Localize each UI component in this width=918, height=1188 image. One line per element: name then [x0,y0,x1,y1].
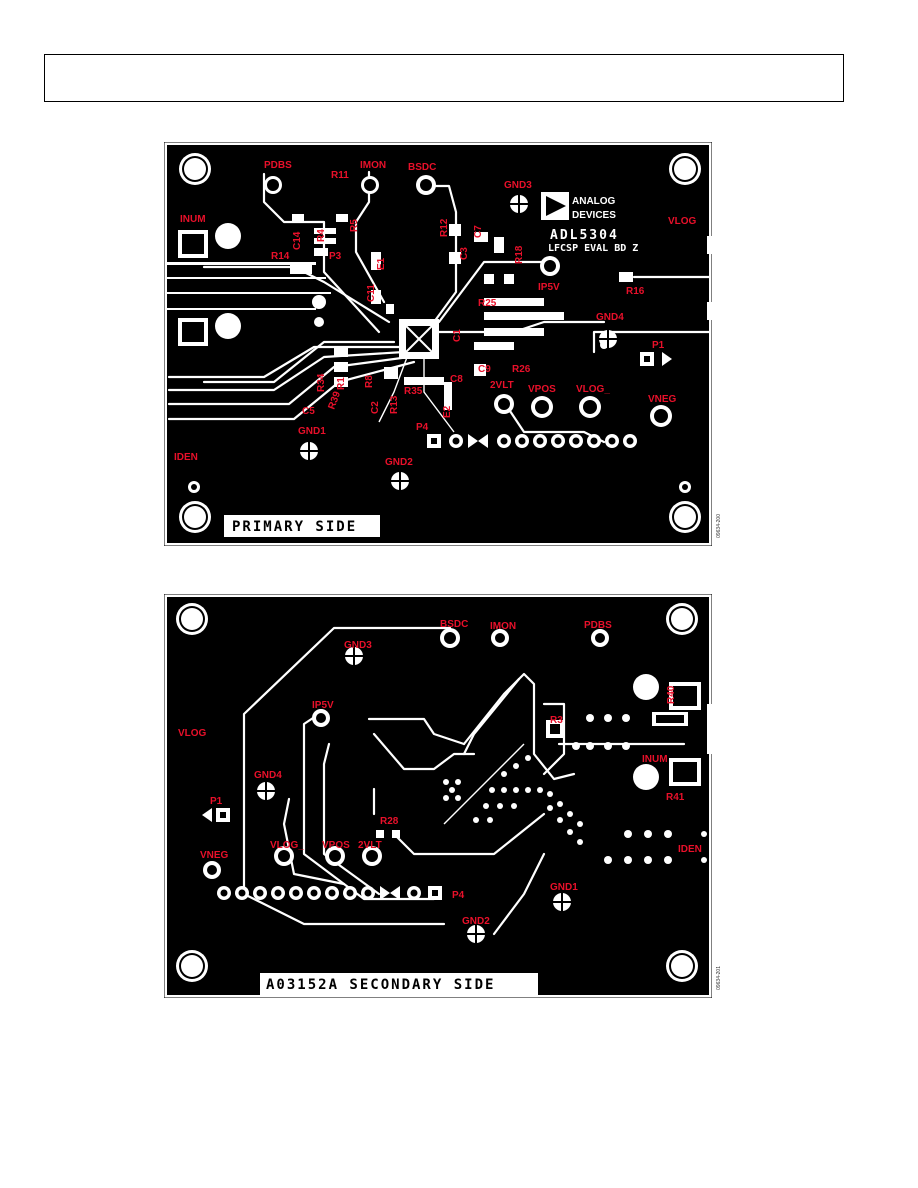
label-r8: R8 [364,375,375,388]
label-r13: R13 [389,395,400,414]
label-r26: R26 [512,364,531,375]
test-point-pads [264,175,672,427]
label-r35: R35 [404,386,423,397]
label-ip5v-2: IP5V [312,700,334,711]
edge-connectors [166,230,331,346]
label-r34: R34 [316,373,327,392]
label-r12: R12 [439,218,450,237]
label-imon-2: IMON [490,621,516,632]
label-c11: C11 [366,284,377,302]
label-imon: IMON [360,160,386,171]
label-p4-2: P4 [452,890,465,901]
label-c3: C3 [459,247,470,260]
label-2vlt-2: 2VLT [358,840,382,851]
label-vlog-underscore: VLOG_ [576,384,610,395]
primary-side-label: PRIMARY SIDE [232,519,357,535]
label-gnd4-2: GND4 [254,770,282,781]
label-r41: R41 [666,792,685,803]
primary-figure-code: 09634-200 [716,514,722,538]
secondary-traces [242,626,686,936]
primary-traces [167,170,711,444]
via-array-secondary [443,714,707,864]
label-e1: E1 [376,257,387,270]
label-vlog-underscore-2: VLOG_ [270,840,304,851]
label-c9: C9 [478,364,491,375]
smd-footprints [290,214,633,410]
label-p3: P3 [329,251,342,262]
label-vneg-2: VNEG [200,850,229,861]
label-bsdc-2: BSDC [440,619,468,630]
secondary-figure-code: 09634-201 [716,966,722,990]
label-inum-2: INUM [642,754,668,765]
label-c2: C2 [370,401,381,414]
logo-line1: ANALOG [572,196,616,207]
label-r4: R4 [316,229,327,242]
label-vpos-2: VPOS [322,840,350,851]
label-pdbs-2: PDBS [584,620,612,631]
ground-points-secondary [257,647,571,943]
primary-side-board: ANALOG DEVICES ADL5304 LFCSP EVAL BD Z P… [164,142,722,546]
label-r14: R14 [271,251,290,262]
p1-connector [640,352,672,366]
mounting-holes [179,153,701,533]
label-gnd4: GND4 [596,312,624,323]
secondary-side-label: A03152A SECONDARY SIDE [266,977,495,993]
logo-line2: DEVICES [572,210,616,221]
label-gnd2-2: GND2 [462,916,490,927]
label-iden-2: IDEN [678,844,702,855]
label-r18: R18 [514,245,525,264]
secondary-silkscreen-labels: BSDC IMON PDBS GND3 VLOG IP5V R40 R3 INU… [178,619,702,927]
label-c5: C5 [302,406,315,417]
label-inum: INUM [180,214,206,225]
label-gnd3: GND3 [504,180,532,191]
secondary-side-svg: A03152A SECONDARY SIDE BSDC IMON PDBS GN… [164,594,712,998]
label-pdbs: PDBS [264,160,292,171]
label-r25: R25 [478,298,497,309]
label-r3: R3 [550,715,563,726]
label-r1: R1 [336,377,347,390]
label-p1: P1 [652,340,665,351]
label-p4: P4 [416,422,429,433]
ground-points [300,195,617,490]
board-title: ADL5304 [550,228,619,243]
label-r28: R28 [380,816,399,827]
primary-side-svg: ANALOG DEVICES ADL5304 LFCSP EVAL BD Z P… [164,142,712,546]
label-r11: R11 [331,170,349,181]
primary-silkscreen-labels: PDBS IMON BSDC GND3 VLOG INUM R11 C14 R5… [174,160,697,468]
label-iden: IDEN [174,452,198,463]
p4-header [427,434,637,448]
header-box [44,54,844,102]
label-c7: C7 [473,225,484,238]
label-r16: R16 [626,286,645,297]
label-c1: C1 [452,329,463,342]
analog-devices-logo: ANALOG DEVICES [541,192,616,221]
label-vneg: VNEG [648,394,677,405]
label-e2: E2 [442,405,453,418]
label-vlog-2: VLOG [178,728,207,739]
secondary-side-board: A03152A SECONDARY SIDE BSDC IMON PDBS GN… [164,594,722,998]
label-c8: C8 [450,374,463,385]
label-vpos: VPOS [528,384,556,395]
label-r40: R40 [666,685,677,704]
label-gnd3-2: GND3 [344,640,372,651]
label-ip5v: IP5V [538,282,560,293]
label-p1-2: P1 [210,796,223,807]
label-gnd2: GND2 [385,457,413,468]
label-gnd1-2: GND1 [550,882,578,893]
ic-footprint [399,319,439,359]
p4-header-secondary [217,886,442,900]
board-subtitle: LFCSP EVAL BD Z [548,243,638,254]
label-2vlt: 2VLT [490,380,514,391]
label-gnd1: GND1 [298,426,326,437]
edge-connectors-secondary [652,682,712,786]
label-bsdc: BSDC [408,162,436,173]
label-vlog: VLOG [668,216,697,227]
mounting-holes-secondary [176,603,698,982]
label-r5: R5 [349,219,360,232]
label-c14: C14 [292,231,303,250]
pads-secondary [202,628,609,879]
